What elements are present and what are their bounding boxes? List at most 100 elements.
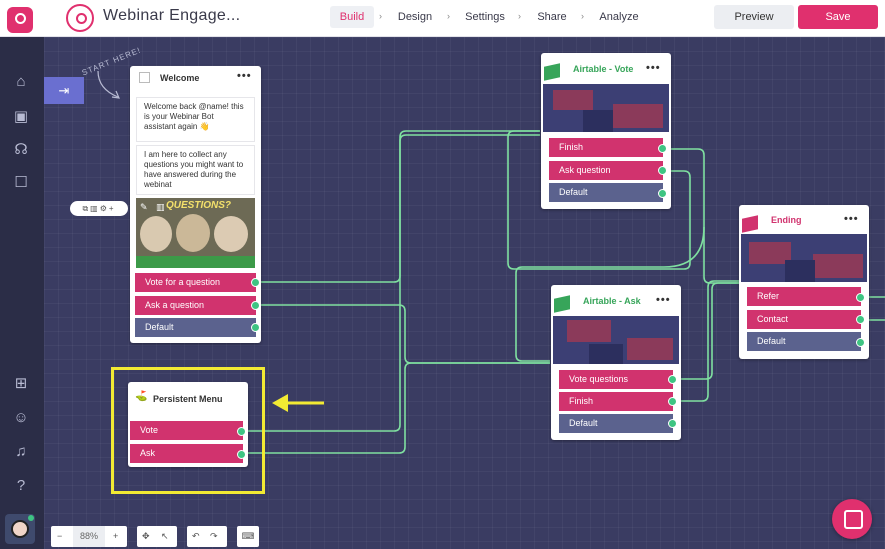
zoom-level: 88%: [73, 526, 105, 547]
more-options-icon[interactable]: •••: [844, 213, 859, 225]
more-options-icon[interactable]: •••: [237, 70, 252, 82]
tab-analyze[interactable]: Analyze: [599, 11, 639, 23]
node-title: Airtable - Ask: [583, 296, 641, 306]
zoom-in-button[interactable]: +: [113, 531, 119, 541]
lego-image: [741, 234, 867, 282]
bell-icon[interactable]: ♫: [15, 443, 27, 460]
output-port[interactable]: [658, 189, 667, 198]
tab-build[interactable]: Build: [330, 6, 374, 28]
output-port[interactable]: [658, 166, 667, 175]
canvas-tools: ✥ ↖: [137, 526, 177, 547]
node-checkbox[interactable]: [139, 72, 150, 83]
pointer-icon[interactable]: ↖: [161, 531, 169, 541]
trash-icon[interactable]: ▥: [156, 202, 165, 212]
connector-line: [663, 148, 744, 284]
tab-design[interactable]: Design: [397, 11, 433, 23]
edit-icon[interactable]: ✎: [140, 202, 148, 212]
robot-icon[interactable]: ▣: [13, 108, 29, 125]
gif-image: QUESTIONS? ✎ ▥: [136, 198, 255, 268]
output-port[interactable]: [237, 450, 246, 459]
more-options-icon[interactable]: •••: [646, 62, 661, 74]
gift-icon[interactable]: ⊞: [14, 375, 28, 392]
lego-image: [553, 316, 679, 364]
keyboard-icon[interactable]: ⌨: [237, 526, 259, 547]
chat-icon[interactable]: ☐: [14, 174, 28, 191]
node-title: Persistent Menu: [153, 394, 223, 404]
connector-line: [515, 226, 705, 362]
button-vote[interactable]: Vote: [130, 421, 243, 440]
move-icon[interactable]: ✥: [142, 531, 150, 541]
button-default[interactable]: Default: [747, 332, 861, 351]
bot-title[interactable]: Webinar Engage...: [103, 7, 241, 24]
expand-panel-button[interactable]: ⇥: [44, 77, 84, 104]
feedback-icon[interactable]: ☺: [13, 409, 29, 426]
button-finish[interactable]: Finish: [549, 138, 663, 157]
chevron-right-icon: ›: [379, 11, 382, 21]
left-sidebar: ⌂ ▣ ☊ ☐ ⊞ ☺ ♫ ?: [0, 37, 44, 549]
button-default[interactable]: Default: [549, 183, 663, 202]
zoom-out-button[interactable]: −: [57, 531, 63, 541]
redo-icon[interactable]: ↷: [210, 531, 218, 541]
node-title: Airtable - Vote: [573, 64, 634, 74]
button-default[interactable]: Default: [559, 414, 673, 433]
save-button[interactable]: Save: [798, 5, 878, 29]
button-ask-question[interactable]: Ask question: [549, 161, 663, 180]
preview-button[interactable]: Preview: [714, 5, 794, 29]
top-bar: Webinar Engage... Build › Design › Setti…: [0, 0, 885, 37]
button-default[interactable]: Default: [135, 318, 256, 337]
output-port[interactable]: [251, 278, 260, 287]
output-port[interactable]: [856, 293, 865, 302]
chat-support-button[interactable]: [832, 499, 872, 539]
chevron-right-icon: ›: [581, 11, 584, 21]
lego-brick-icon: [544, 63, 560, 81]
help-icon[interactable]: ?: [16, 477, 26, 494]
ending-node[interactable]: Ending ••• Refer Contact Default: [739, 205, 869, 359]
output-port[interactable]: [658, 144, 667, 153]
button-ask-question[interactable]: Ask a question: [135, 296, 256, 315]
button-vote-for-question[interactable]: Vote for a question: [135, 273, 256, 292]
airtable-ask-node[interactable]: Airtable - Ask ••• Vote questions Finish…: [551, 285, 681, 440]
home-icon[interactable]: ⌂: [16, 73, 26, 90]
flow-canvas[interactable]: START HERE! ⇥ Welcome ••• Welcome back @…: [44, 37, 885, 549]
output-port[interactable]: [237, 427, 246, 436]
app-logo-icon[interactable]: [7, 7, 33, 33]
avatar-face-icon: [11, 520, 29, 538]
output-port[interactable]: [856, 338, 865, 347]
output-port[interactable]: [668, 397, 677, 406]
message-bubble: Welcome back @name! this is your Webinar…: [136, 97, 255, 142]
user-avatar[interactable]: [5, 514, 35, 544]
highlight-box: [111, 367, 265, 494]
undo-icon[interactable]: ↶: [192, 531, 200, 541]
button-contact[interactable]: Contact: [747, 310, 861, 329]
output-port[interactable]: [668, 375, 677, 384]
connector-line: [256, 130, 540, 283]
button-vote-questions[interactable]: Vote questions: [559, 370, 673, 389]
node-mini-toolbar[interactable]: ⧉▥⚙+: [70, 201, 128, 216]
connector-line: [242, 134, 540, 432]
output-port[interactable]: [251, 323, 260, 332]
persistent-menu-node[interactable]: ⛳ Persistent Menu Vote Ask: [128, 382, 248, 467]
output-port[interactable]: [251, 301, 260, 310]
connector-line: [673, 280, 744, 402]
button-refer[interactable]: Refer: [747, 287, 861, 306]
connector-line: [507, 130, 691, 270]
node-title: Ending: [771, 215, 802, 225]
tab-settings[interactable]: Settings: [465, 11, 505, 23]
button-ask[interactable]: Ask: [130, 444, 243, 463]
output-port[interactable]: [856, 315, 865, 324]
lego-brick-icon: [554, 295, 570, 313]
connector-line: [242, 362, 550, 454]
zoom-control: − 88% +: [51, 526, 127, 547]
lego-brick-icon: [742, 215, 758, 233]
welcome-node[interactable]: Welcome ••• Welcome back @name! this is …: [130, 66, 261, 343]
airtable-vote-node[interactable]: Airtable - Vote ••• Finish Ask question …: [541, 53, 671, 209]
bot-avatar-icon: [66, 4, 94, 32]
broadcast-icon[interactable]: ☊: [14, 141, 28, 158]
output-port[interactable]: [668, 419, 677, 428]
gif-caption: QUESTIONS?: [166, 200, 232, 211]
more-options-icon[interactable]: •••: [656, 294, 671, 306]
node-title: Welcome: [160, 73, 200, 83]
button-finish[interactable]: Finish: [559, 392, 673, 411]
tab-share[interactable]: Share: [537, 11, 567, 23]
chevron-right-icon: ›: [518, 11, 521, 21]
